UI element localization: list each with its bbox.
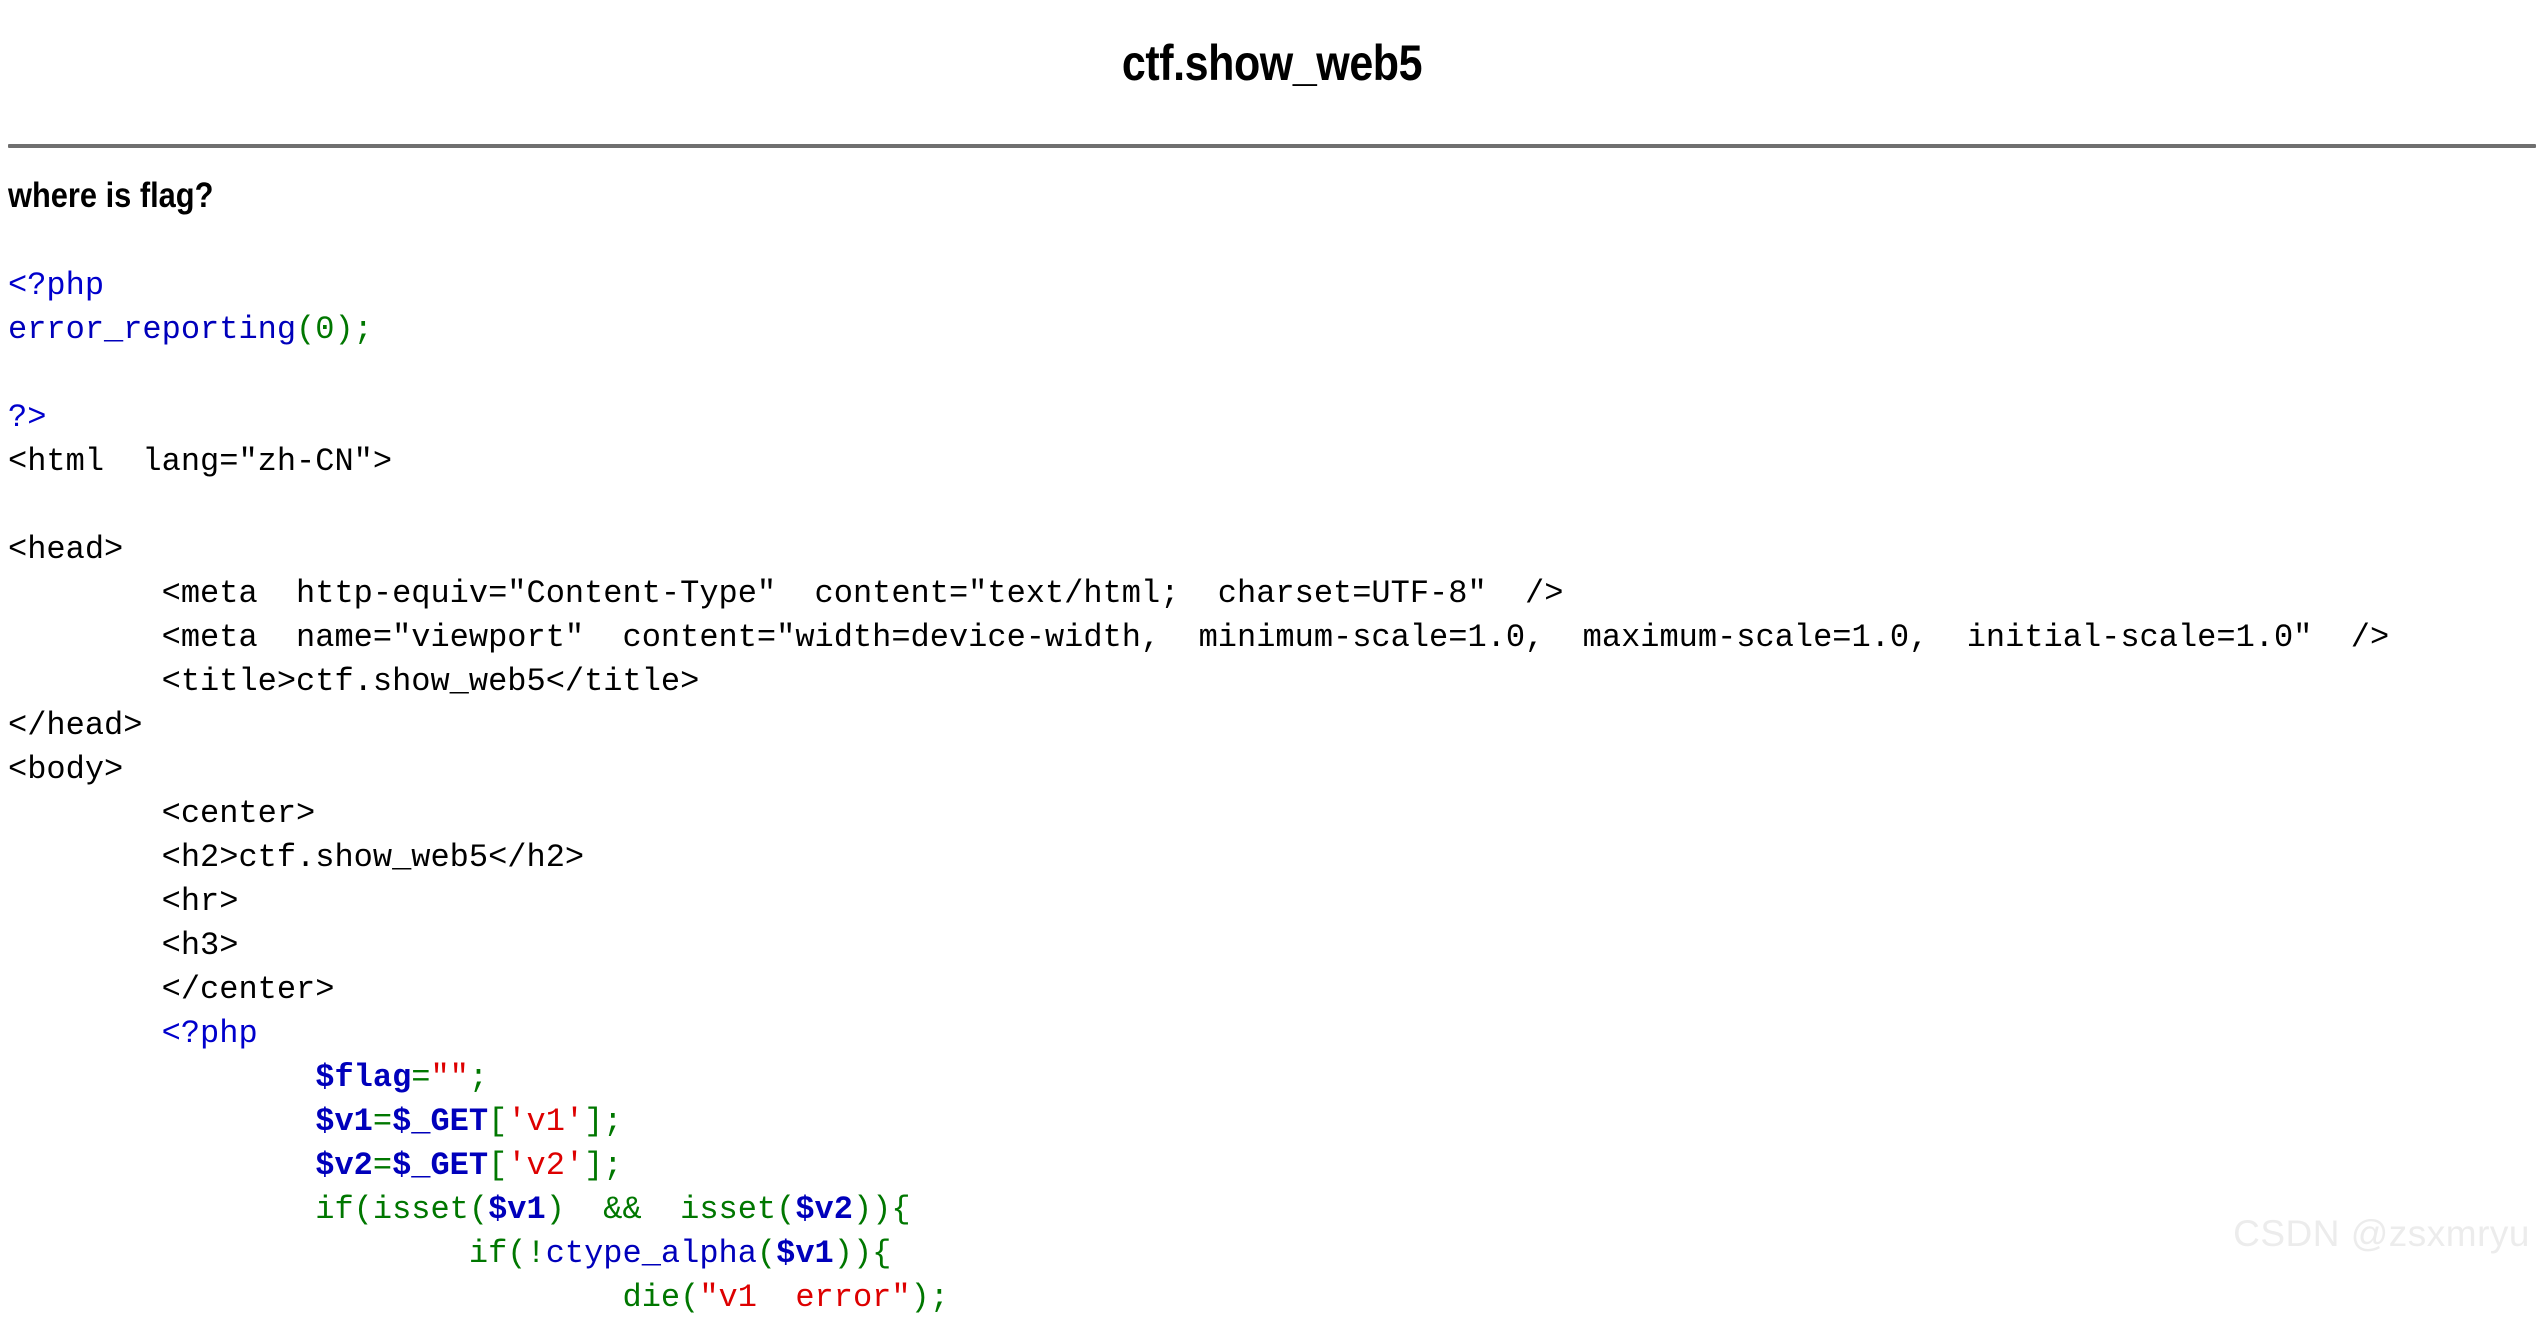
code-token-html: </head> (8, 707, 143, 744)
code-line: error_reporting(0); (8, 308, 2538, 352)
code-token-var: $flag (315, 1059, 412, 1096)
code-token-kw: ; (468, 1059, 489, 1096)
code-token-str: 'v1' (507, 1103, 585, 1140)
code-token-kw: [ (488, 1147, 508, 1184)
code-line: die("v1 error"); (8, 1276, 2538, 1320)
code-token-kw: )){ (852, 1191, 911, 1228)
code-token-kw: ( (756, 1235, 777, 1272)
code-line: </center> (8, 968, 2538, 1012)
code-token-kw: ; (603, 1147, 623, 1184)
code-token-php: ?> (8, 399, 47, 436)
code-line: <meta name="viewport" content="width=dev… (8, 616, 2538, 660)
code-token-php: <?php (161, 1015, 258, 1052)
code-token-str: "v1 error" (699, 1279, 911, 1316)
code-token-kw: ; (603, 1103, 623, 1140)
code-token-var: $v2 (315, 1147, 373, 1184)
code-token-kw: ) && isset( (545, 1191, 796, 1228)
code-line: if(isset($v1) && isset($v2)){ (8, 1188, 2538, 1232)
code-token-kw: = (372, 1103, 393, 1140)
code-line: <body> (8, 748, 2538, 792)
code-token-kw: ; (929, 1279, 949, 1316)
code-token-kw: (0) (296, 311, 354, 348)
header-divider (8, 144, 2536, 148)
code-token-html: <meta name="viewport" content="width=dev… (161, 619, 2390, 656)
code-token-str: "" (430, 1059, 469, 1096)
code-token-var: $_GET (392, 1103, 489, 1140)
php-source-listing: <?php error_reporting(0); ?> <html lang="z… (8, 264, 2538, 1320)
code-line: $v1=$_GET['v1']; (8, 1100, 2538, 1144)
code-token-html: <title>ctf.show_web5</title> (161, 663, 700, 700)
code-token-fn: ctype_alpha (545, 1235, 757, 1272)
code-line: <center> (8, 792, 2538, 836)
code-line (8, 484, 2538, 528)
code-token-var: $v1 (488, 1191, 546, 1228)
code-token-html: <h2>ctf.show_web5</h2> (161, 839, 585, 876)
code-line: ?> (8, 396, 2538, 440)
code-line: <hr> (8, 880, 2538, 924)
flag-question-heading: where is flag? (8, 176, 214, 215)
code-token-kw: = (411, 1059, 431, 1096)
code-token-html: <center> (161, 795, 316, 832)
code-line: <?php (8, 1012, 2538, 1056)
code-token-var: $v1 (776, 1235, 834, 1272)
code-token-html: <hr> (161, 883, 239, 920)
code-token-html: </center> (161, 971, 335, 1008)
code-line: <h3> (8, 924, 2538, 968)
code-token-kw: )){ (833, 1235, 892, 1272)
code-token-kw: ] (584, 1147, 604, 1184)
page-title: ctf.show_web5 (1121, 35, 1423, 91)
code-line: <meta http-equiv="Content-Type" content=… (8, 572, 2538, 616)
code-token-kw: = (372, 1147, 393, 1184)
code-line: </head> (8, 704, 2538, 748)
code-line: $flag=""; (8, 1056, 2538, 1100)
code-token-kw: ] (584, 1103, 604, 1140)
code-line: if(!ctype_alpha($v1)){ (8, 1232, 2538, 1276)
code-line: <html lang="zh-CN"> (8, 440, 2538, 484)
code-token-kw: if(isset( (315, 1191, 489, 1228)
code-token-kw: die (622, 1279, 681, 1316)
code-line: <head> (8, 528, 2538, 572)
code-token-kw: ( (680, 1279, 700, 1316)
code-token-html: <body> (8, 751, 124, 788)
code-token-kw: if(! (468, 1235, 546, 1272)
code-token-kw: ; (353, 311, 373, 348)
code-token-kw: [ (488, 1103, 508, 1140)
code-token-html: <meta http-equiv="Content-Type" content=… (161, 575, 1564, 612)
code-token-var: $_GET (392, 1147, 489, 1184)
code-token-fn: error_reporting (8, 311, 297, 348)
code-line: <title>ctf.show_web5</title> (8, 660, 2538, 704)
code-token-kw: ) (910, 1279, 930, 1316)
code-token-html: <html lang="zh-CN"> (8, 443, 393, 480)
code-token-var: $v1 (315, 1103, 373, 1140)
code-line (8, 352, 2538, 396)
code-line: <h2>ctf.show_web5</h2> (8, 836, 2538, 880)
code-token-php: <?php (8, 267, 105, 304)
code-line: $v2=$_GET['v2']; (8, 1144, 2538, 1188)
code-token-var: $v2 (795, 1191, 853, 1228)
code-token-html: <h3> (161, 927, 239, 964)
code-line: <?php (8, 264, 2538, 308)
code-token-str: 'v2' (507, 1147, 585, 1184)
code-token-html: <head> (8, 531, 124, 568)
